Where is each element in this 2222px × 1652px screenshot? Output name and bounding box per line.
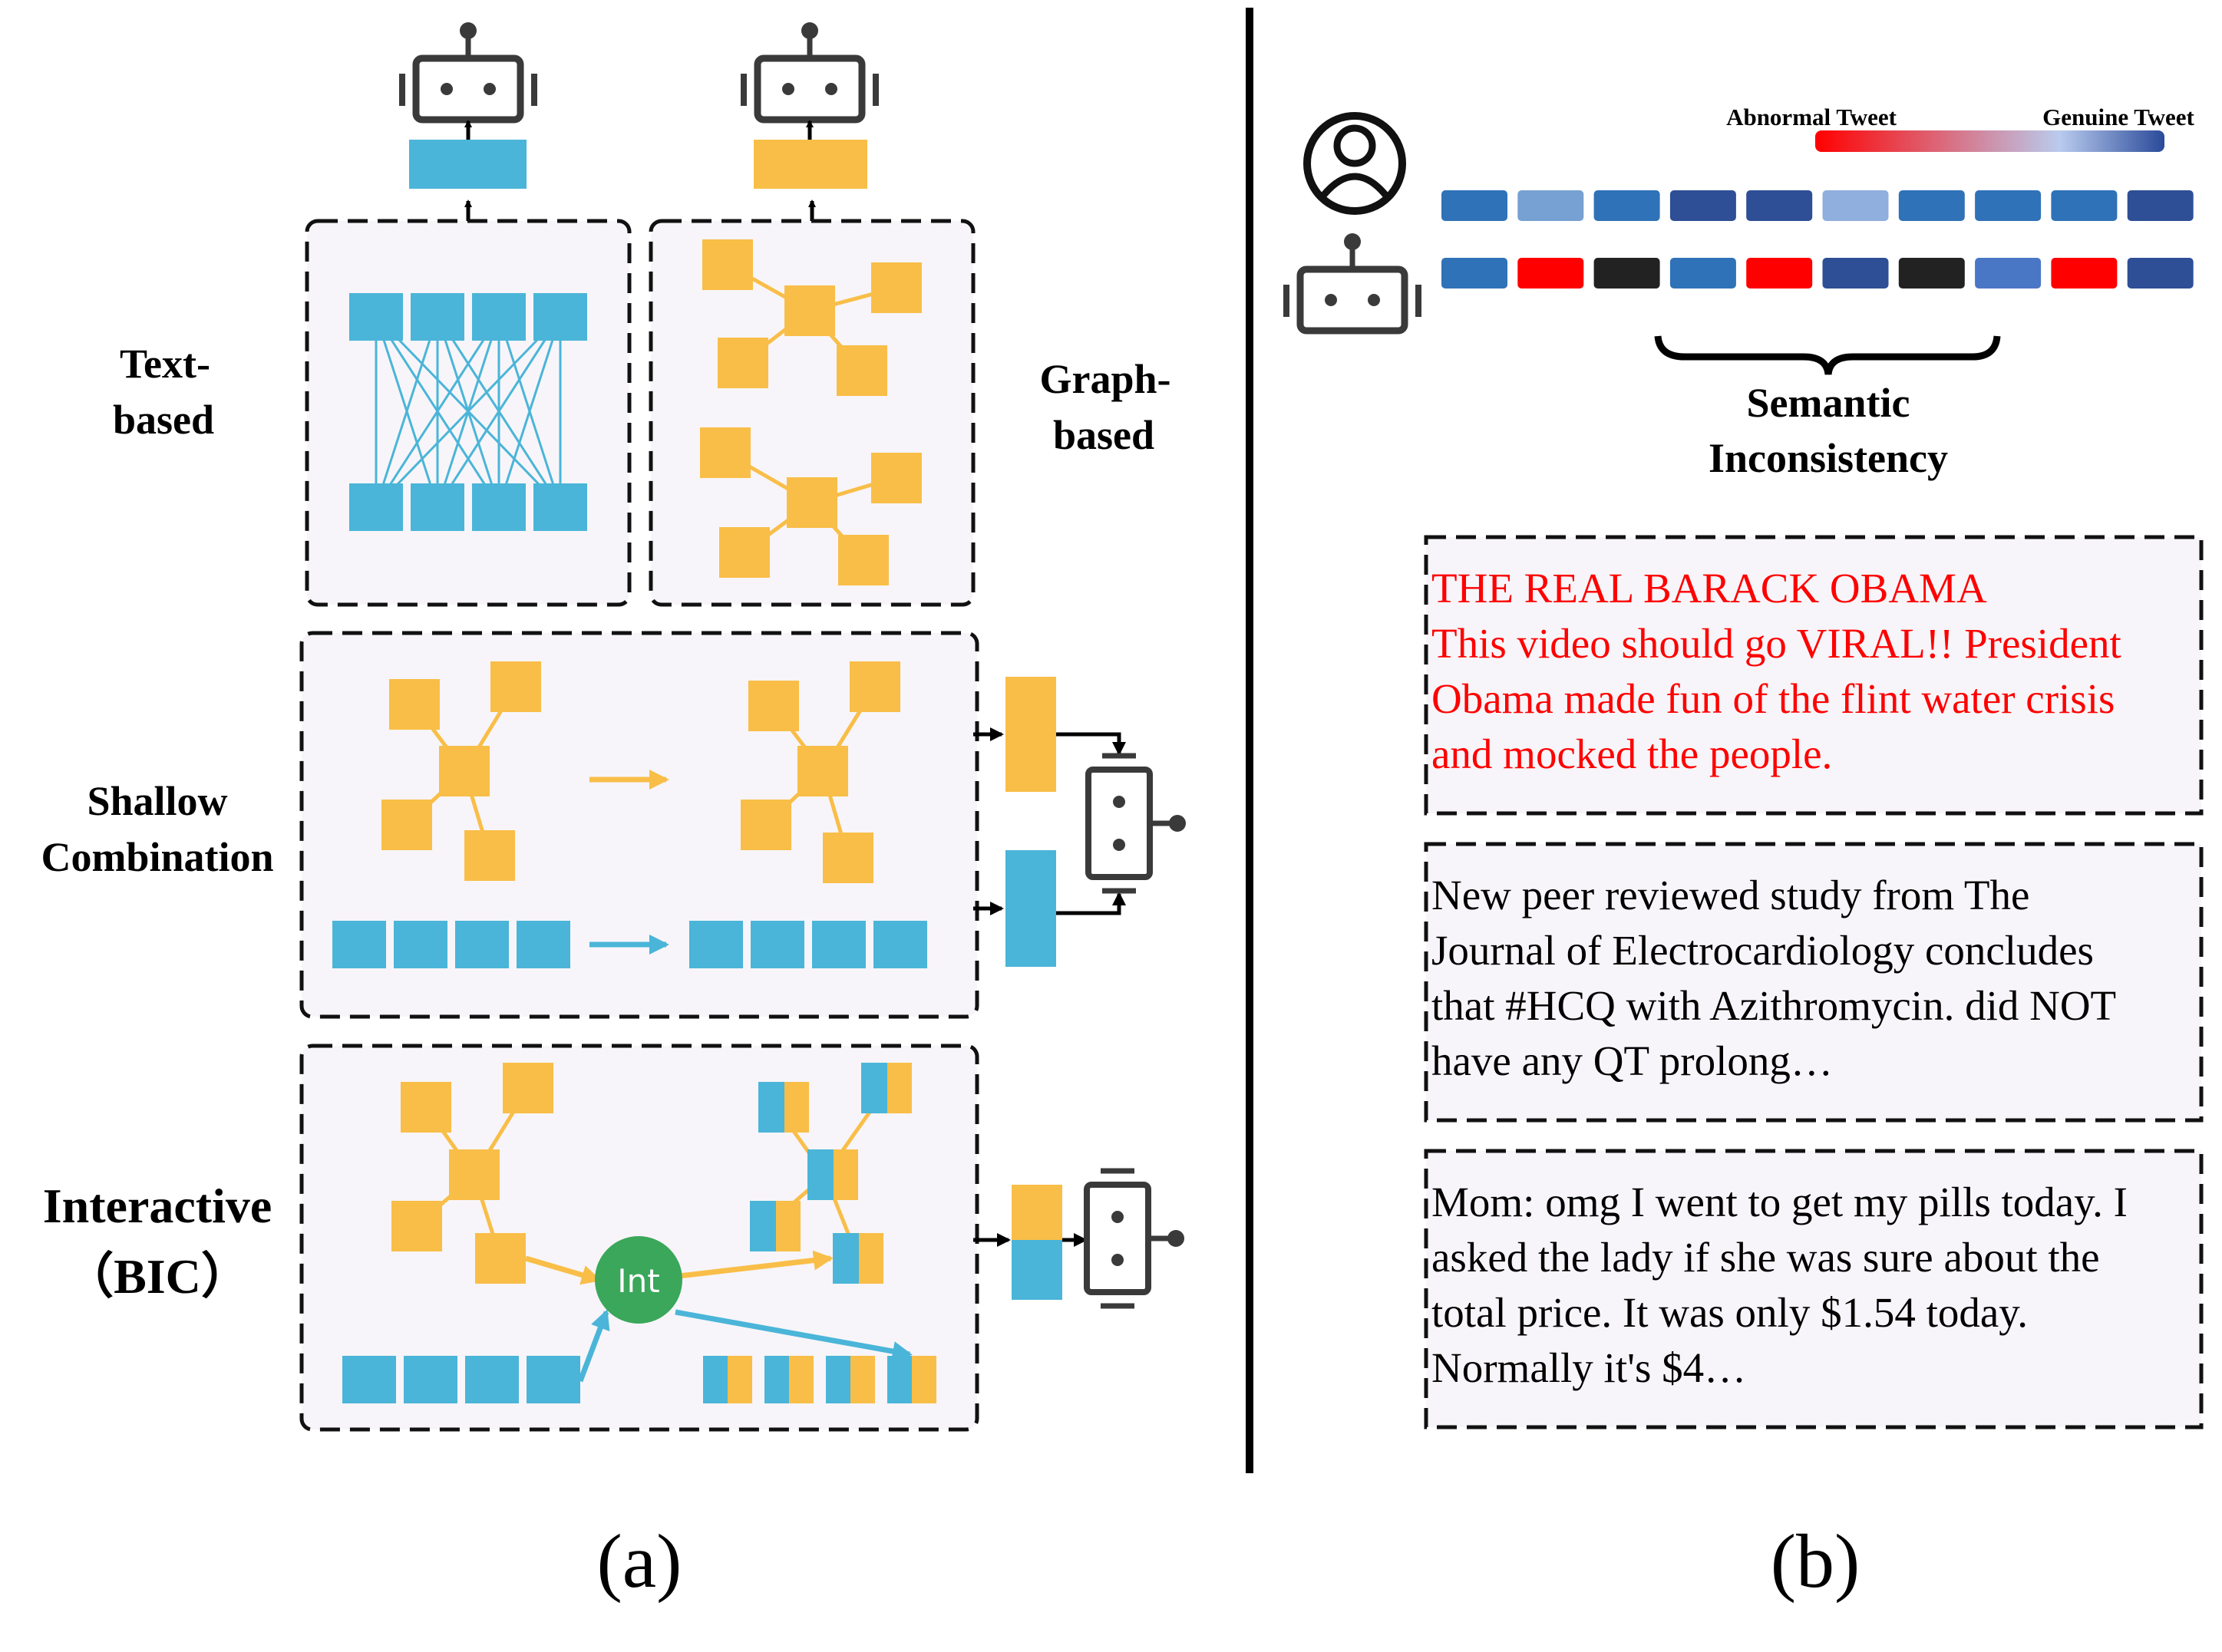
shallow-text-nodes: [332, 921, 927, 968]
human-tweet-cell: [2051, 190, 2118, 221]
tweet-2-line-2: Journal of Electrocardiology concludes: [1431, 927, 2094, 974]
bot-tweet-cell: [1441, 258, 1507, 289]
colorbar: [1815, 130, 2164, 152]
interactive-text-nodes: [342, 1356, 580, 1403]
tweet-1-line-3: Obama made fun of the flint water crisis: [1431, 675, 2115, 722]
robot-icon-interactive: [1087, 1171, 1184, 1306]
human-tweet-cell: [1898, 190, 1965, 221]
human-tweet-cell: [1517, 190, 1584, 221]
tweet-3-line-4: Normally it's $4…: [1431, 1344, 1746, 1391]
bot-tweet-cell: [1822, 258, 1889, 289]
shallow-label-1: Shallow: [87, 778, 227, 824]
shallow-out-arrow-1: [1056, 732, 1126, 756]
human-tweet-cell: [2127, 190, 2194, 221]
brace-label-2: Inconsistency: [1709, 435, 1948, 481]
panel-a: Text- based Graph- based Shallow Combina…: [41, 22, 1186, 1604]
human-tweet-cell: [1746, 190, 1813, 221]
brace: [1654, 335, 2001, 375]
int-out-text-arrow: [675, 1309, 913, 1361]
brace-label-1: Semantic: [1747, 380, 1910, 426]
bot-tweet-row: [1441, 258, 2194, 289]
int-out-graph-arrow: [678, 1250, 834, 1279]
bot-tweet-cell: [1898, 258, 1965, 289]
caption-a: (a): [597, 1518, 682, 1604]
tweet-box-2: [1424, 842, 2204, 1123]
tweet-3-line-1: Mom: omg I went to get my pills today. I: [1431, 1179, 2128, 1225]
tweet-1: THE REAL BARACK OBAMA This video should …: [1431, 565, 2121, 777]
interactive-mixed-nodes: [750, 1063, 912, 1284]
tweet-3: Mom: omg I went to get my pills today. I…: [1431, 1179, 2128, 1391]
graph-output-bar: [754, 140, 867, 189]
caption-b: (b): [1771, 1518, 1860, 1604]
human-tweet-cell: [1975, 190, 2042, 221]
int-in-graph-arrow: [525, 1255, 602, 1285]
colorbar-right-label: Genuine Tweet: [2042, 104, 2194, 130]
colorbar-left-label: Abnormal Tweet: [1726, 104, 1897, 130]
interactive-label-2: （BIC）: [64, 1249, 250, 1304]
bot-tweet-cell: [1669, 258, 1736, 289]
tweet-2-line-3: that #HCQ with Azithromycin. did NOT: [1431, 982, 2116, 1029]
tweet-2: New peer reviewed study from The Journal…: [1431, 872, 2116, 1084]
tweet-3-line-2: asked the lady if she was sure about the: [1431, 1234, 2100, 1281]
shallow-text-output: [1005, 850, 1056, 967]
interactive-output-text: [1012, 1240, 1062, 1300]
text-output-bar: [409, 140, 527, 189]
bot-tweet-cell: [1593, 258, 1660, 289]
graph-based-label-1: Graph-: [1039, 356, 1170, 402]
bot-tweet-cell: [1746, 258, 1813, 289]
interactive-mixed-text-nodes: [703, 1356, 936, 1403]
human-tweet-cell: [1822, 190, 1889, 221]
interactive-label-1: Interactive: [43, 1179, 272, 1233]
robot-icon-shallow: [1088, 756, 1186, 891]
robot-icon-text: [402, 22, 534, 120]
tweet-box-1: [1424, 535, 2204, 816]
robot-icon-bot: [1286, 233, 1418, 331]
bot-tweet-cell: [1517, 258, 1584, 289]
bot-tweet-cell: [1975, 258, 2042, 289]
shallow-graph-output: [1005, 677, 1056, 792]
interactive-graph-nodes: [391, 1063, 553, 1284]
text-encoder-lines: [375, 315, 562, 508]
shallow-graph-nodes: [381, 661, 900, 883]
graph-based-nodes: [700, 239, 922, 585]
shallow-label-2: Combination: [41, 834, 273, 880]
interactive-output-graph: [1012, 1185, 1062, 1240]
tweet-1-line-1: THE REAL BARACK OBAMA: [1431, 565, 1987, 612]
tweet-1-line-2: This video should go VIRAL!! President: [1431, 620, 2121, 667]
tweet-2-line-1: New peer reviewed study from The: [1431, 872, 2029, 918]
text-encoder-nodes: [349, 293, 587, 531]
human-tweet-row: [1441, 190, 2194, 221]
tweet-1-line-4: and mocked the people.: [1431, 730, 1832, 777]
graph-based-label-2: based: [1053, 412, 1154, 458]
text-based-label-1: Text-: [120, 341, 210, 387]
human-tweet-cell: [1441, 190, 1507, 221]
int-node: [595, 1236, 682, 1324]
tweet-2-line-4: have any QT prolong…: [1431, 1037, 1833, 1084]
panel-b: Abnormal Tweet Genuine Tweet Semantic In…: [1286, 104, 2204, 1604]
robot-icon-graph: [744, 22, 876, 120]
shallow-out-arrow-2: [1056, 892, 1126, 915]
human-tweet-cell: [1593, 190, 1660, 221]
graph-based-box: [649, 219, 976, 607]
text-based-label-2: based: [113, 397, 214, 443]
bot-tweet-cell: [2051, 258, 2118, 289]
human-tweet-cell: [1669, 190, 1736, 221]
user-icon: [1303, 112, 1406, 215]
tweet-3-line-3: total price. It was only $1.54 today.: [1431, 1289, 2028, 1336]
bot-tweet-cell: [2127, 258, 2194, 289]
int-in-text-arrow: [577, 1309, 610, 1383]
tweet-box-3: [1424, 1149, 2204, 1429]
int-node-label: Int: [617, 1262, 659, 1300]
